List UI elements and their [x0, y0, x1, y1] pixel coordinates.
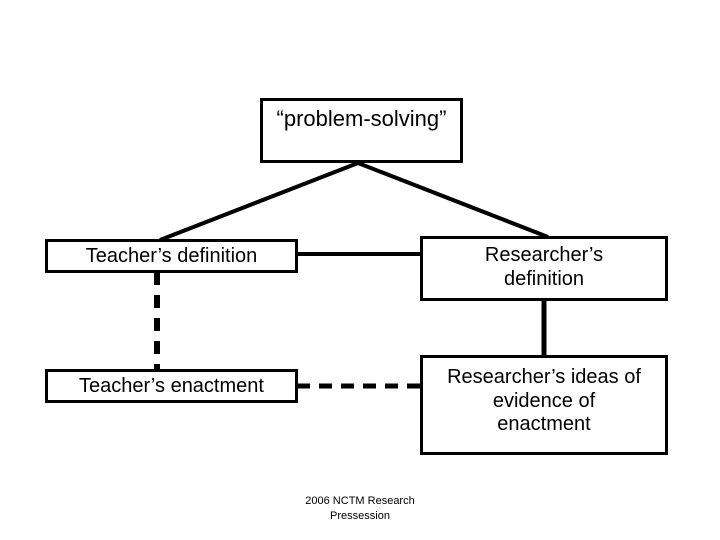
node-researcher-ideas: Researcher’s ideas of evidence of enactm… [420, 355, 668, 455]
edge-concept-to-researcher-definition [357, 161, 549, 239]
node-researcher-ideas-label: Researcher’s ideas of evidence of enactm… [447, 366, 641, 436]
node-teacher-definition-label: Teacher’s definition [85, 245, 258, 267]
footer-note: 2006 NCTM Research Pressession [305, 495, 415, 522]
node-researcher-definition-label: Researcher’s definition [484, 244, 604, 290]
node-concept: “problem-solving” [260, 98, 463, 163]
edge-concept-to-teacher-definition [159, 161, 359, 242]
node-concept-label: “problem-solving” [276, 106, 447, 131]
node-teacher-definition: Teacher’s definition [45, 239, 298, 273]
node-teacher-enactment: Teacher’s enactment [45, 369, 298, 403]
node-teacher-enactment-label: Teacher’s enactment [79, 375, 264, 397]
node-researcher-definition: Researcher’s definition [420, 236, 668, 301]
